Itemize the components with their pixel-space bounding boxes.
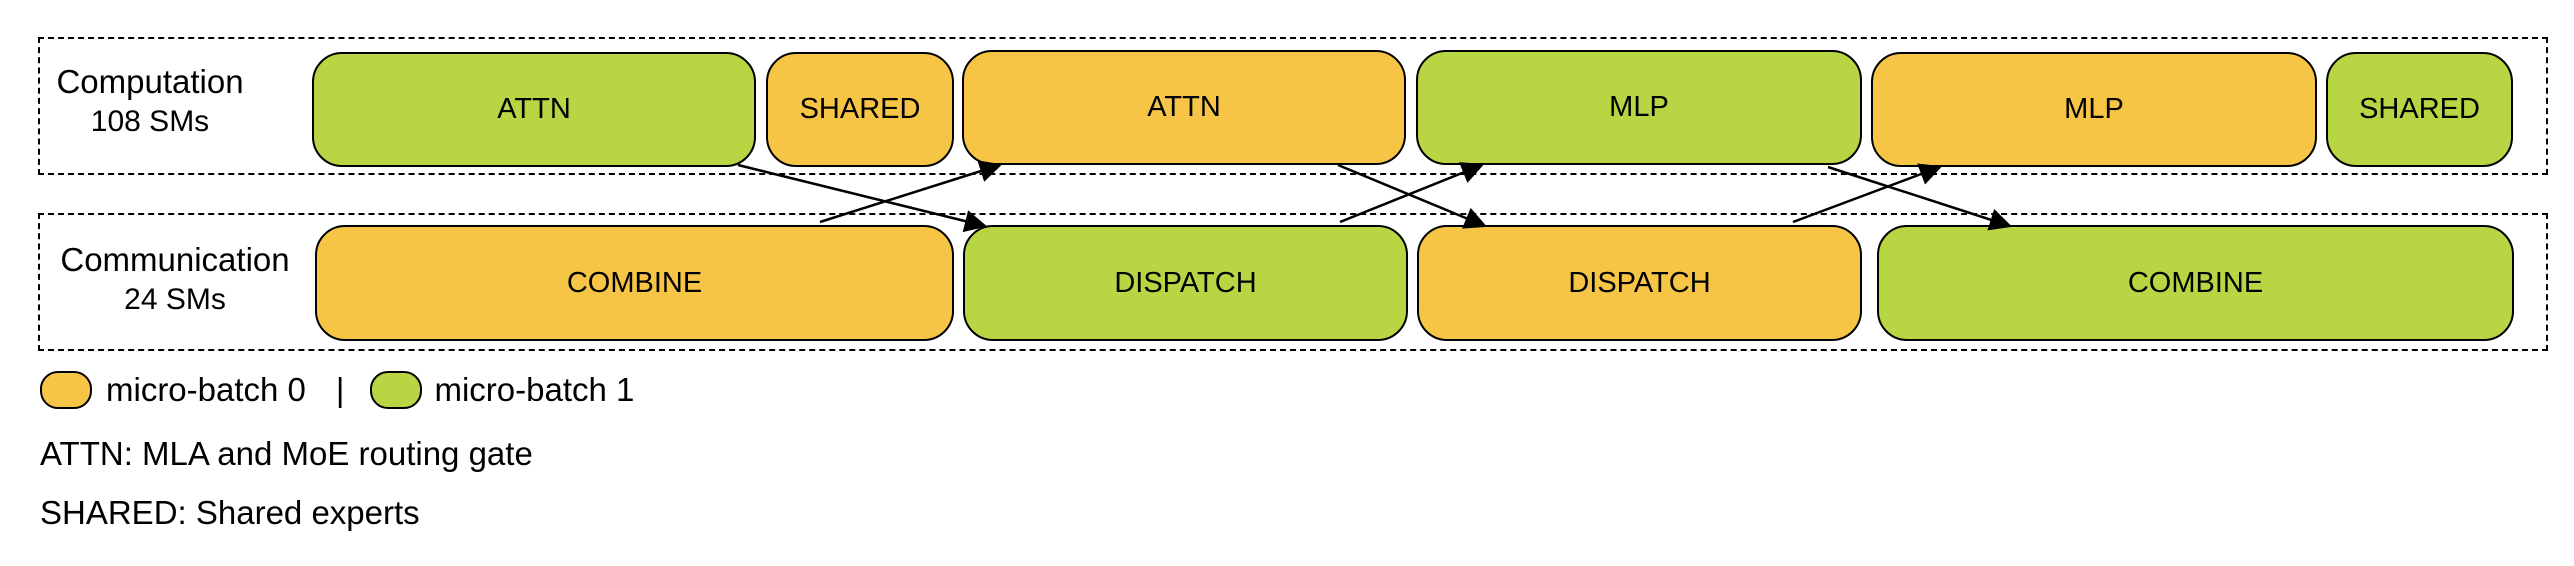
communication-lane [38,213,2548,351]
legend-separator: | [335,371,345,408]
comp-block-shared-mb0: SHARED [766,52,954,167]
comp-block-mlp-mb0: MLP [1871,52,2317,167]
arrow-combine-to-attn [819,160,1003,224]
legend-swatch-mb1 [370,371,423,409]
comm-block-combine-mb1: COMBINE [1877,225,2514,341]
arrow-dispatch-to-mlp [1339,162,1485,224]
computation-lane [38,37,2548,175]
comp-block-attn-mb1: ATTN [312,52,756,167]
arrow-dispatch-to-mlp-2 [1792,163,1943,224]
legend: micro-batch 0 | micro-batch 1 [40,365,634,415]
legend-label-mb1: micro-batch 1 [434,371,635,408]
computation-title: Computation [56,63,244,100]
comp-block-mlp-mb1: MLP [1416,50,1862,165]
note-shared: SHARED: Shared experts [40,494,420,531]
comp-block-attn-mb0: ATTN [962,50,1406,165]
comm-block-dispatch-mb1: DISPATCH [963,225,1408,341]
legend-swatch-mb0 [40,371,92,409]
comm-block-combine-mb0: COMBINE [315,225,954,341]
note-attn: ATTN: MLA and MoE routing gate [40,435,533,472]
computation-sms: 108 SMs [90,105,210,138]
communication-lane-label: Communication 24 SMs [40,240,310,320]
legend-label-mb0: micro-batch 0 [106,371,306,408]
arrow-mlp-to-combine [1827,165,2013,231]
comp-block-shared-mb1: SHARED [2326,52,2513,167]
arrow-attn-to-dispatch [737,163,988,233]
communication-title: Communication [60,241,290,278]
computation-lane-label: Computation 108 SMs [40,62,260,142]
comm-block-dispatch-mb0: DISPATCH [1417,225,1862,341]
communication-sms: 24 SMs [124,283,226,316]
arrow-attn-to-dispatch-2 [1337,163,1488,229]
